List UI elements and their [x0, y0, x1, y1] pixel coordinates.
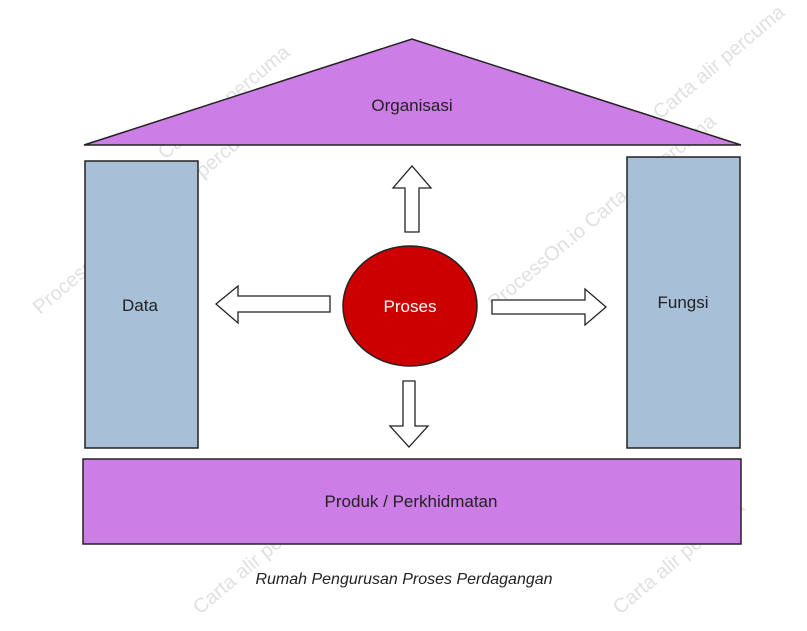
- right-pillar: [626, 156, 741, 449]
- left-pillar: [84, 160, 199, 449]
- roof-label: Organisasi: [371, 96, 452, 115]
- watermark-text: Carta alir percuma: [649, 1, 790, 124]
- roof-triangle: [83, 38, 742, 146]
- arrow-right-icon: [491, 287, 607, 327]
- arrow-down-icon: [388, 380, 430, 448]
- arrow-up-icon: [391, 165, 433, 233]
- diagram-caption: Rumah Pengurusan Proses Perdagangan: [255, 571, 552, 588]
- base-label: Produk / Perkhidmatan: [325, 492, 498, 511]
- arrow-left-icon: [214, 284, 331, 325]
- left-pillar-label: Data: [122, 296, 158, 315]
- base-block: [82, 458, 742, 545]
- center-process-circle: [342, 245, 478, 367]
- center-label: Proses: [384, 297, 437, 316]
- right-pillar-label: Fungsi: [657, 293, 708, 312]
